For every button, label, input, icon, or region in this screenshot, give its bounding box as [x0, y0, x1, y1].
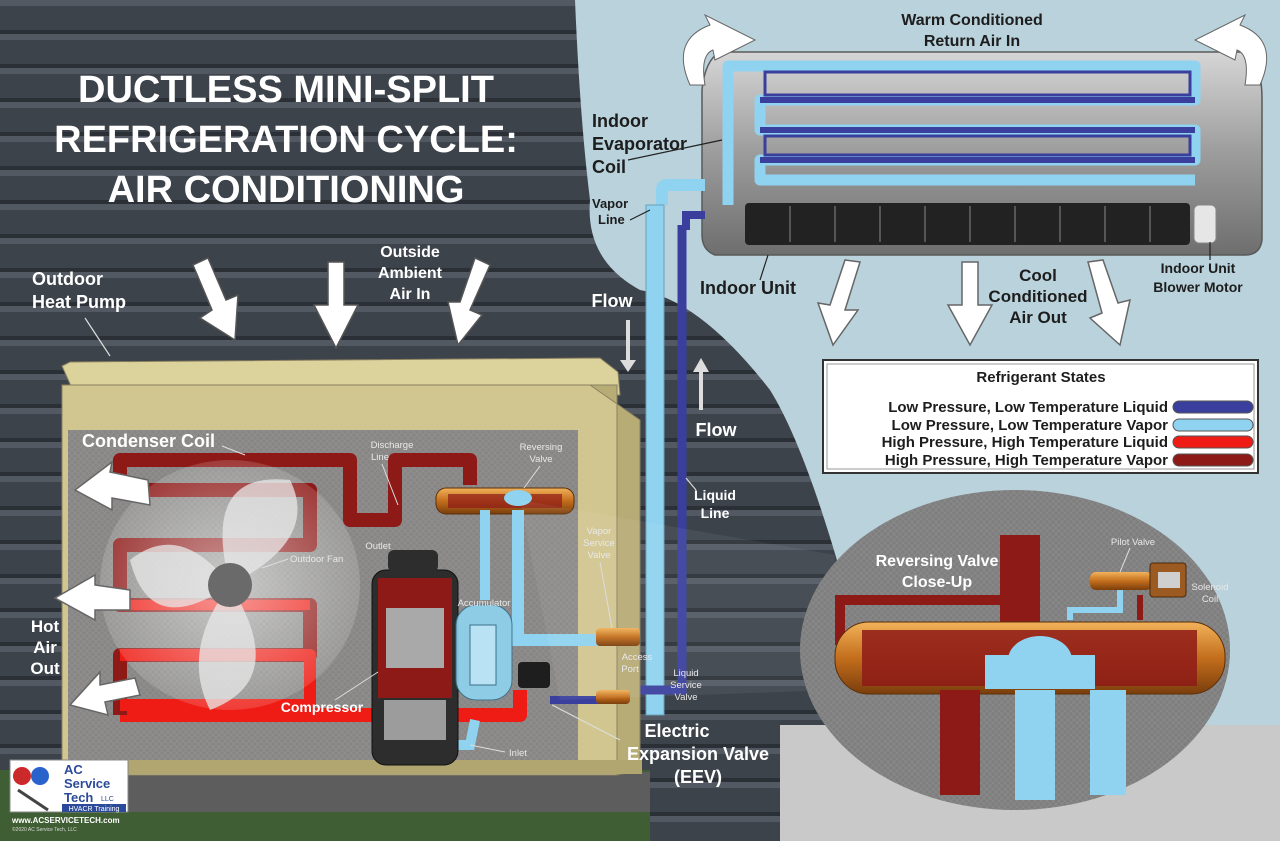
cool-air-label-2: Conditioned — [988, 287, 1087, 306]
liquid-line-label-1: Liquid — [694, 487, 736, 503]
blower-label-2: Blower Motor — [1153, 279, 1243, 295]
legend-item-label: High Pressure, High Temperature Vapor — [885, 452, 1168, 469]
vapor-service-valve — [596, 628, 640, 646]
vapor-line-pipe — [645, 204, 665, 716]
hot-air-arrows — [53, 460, 151, 717]
logo-line-2: Service — [64, 776, 110, 791]
logo-tag-bg — [62, 804, 126, 812]
indoor-unit — [701, 51, 1263, 256]
hot-air-label-3: Out — [30, 659, 60, 678]
logo-line-1: AC — [64, 762, 83, 777]
liquid-line-label-2: Line — [701, 505, 730, 521]
solenoid-label-1: Solenoid — [1192, 582, 1229, 593]
blower-label-1: Indoor Unit — [1161, 260, 1236, 276]
rv-closeup-label-2: Close-Up — [902, 574, 972, 591]
flow-arrow-down — [620, 320, 636, 372]
legend-item-label: High Pressure, High Temperature Liquid — [882, 434, 1168, 451]
ambient-label-1: Outside — [380, 244, 440, 261]
legend-swatch — [1172, 435, 1254, 449]
logo-line-3: Tech — [64, 790, 93, 805]
outdoor-fan — [100, 460, 360, 710]
cool-air-label-3: Air Out — [1009, 308, 1067, 327]
logo-tag: HVACR Training — [69, 806, 120, 813]
warm-return-label-1: Warm Conditioned — [901, 12, 1043, 29]
title-line-2: REFRIGERATION CYCLE: — [54, 119, 518, 161]
vapor-line-label-2: Line — [598, 212, 625, 227]
warm-air-arrow-right — [1193, 13, 1268, 86]
indoor-evap-label-3: Coil — [592, 157, 626, 177]
discharge-label-1: Discharge — [371, 440, 414, 451]
legend-item-label: Low Pressure, Low Temperature Liquid — [888, 399, 1168, 416]
cool-air-label-1: Cool — [1019, 266, 1057, 285]
vapor-sv-label-3: Valve — [587, 550, 610, 561]
warm-air-arrow-left — [682, 13, 757, 86]
outdoor-hp-label-1: Outdoor — [32, 269, 103, 289]
hot-air-label-2: Air — [33, 638, 57, 657]
zoom-wedge — [520, 500, 835, 700]
eev-label-1: Electric — [644, 721, 709, 741]
title-line-1: DUCTLESS MINI-SPLIT — [78, 69, 494, 111]
compressor — [371, 550, 459, 766]
legend-item-label: Low Pressure, Low Temperature Vapor — [892, 417, 1169, 434]
ambient-air-arrows — [192, 256, 491, 350]
legend-title: Refrigerant States — [976, 369, 1105, 386]
legend-items: Low Pressure, Low Temperature Liquid Low… — [882, 399, 1254, 469]
pilot-valve — [1090, 572, 1152, 590]
outdoor-hp-label-2: Heat Pump — [32, 292, 126, 312]
access-port-label-1: Access — [622, 652, 653, 663]
outlet-label: Outlet — [365, 541, 391, 552]
reversing-valve-closeup — [800, 490, 1230, 810]
flow-label-top: Flow — [592, 291, 634, 311]
pilot-valve-label: Pilot Valve — [1111, 537, 1155, 548]
liquid-sv-label-1: Liquid — [673, 668, 698, 679]
rv-closeup-label-1: Reversing Valve — [876, 553, 999, 570]
ambient-label-3: Air In — [390, 286, 431, 303]
outdoor-fan-label: Outdoor Fan — [290, 554, 343, 565]
vapor-line-label-1: Vapor — [592, 196, 628, 211]
inlet-label: Inlet — [509, 748, 527, 759]
logo-copyright: ©2020 AC Service Tech, LLC — [12, 826, 77, 833]
condenser-coil-label: Condenser Coil — [82, 431, 215, 451]
discharge-label-2: Line — [371, 452, 389, 463]
legend-swatch — [1172, 453, 1254, 467]
accumulator-label: Accumulator — [458, 598, 511, 609]
vapor-sv-label-1: Vapor — [587, 526, 612, 537]
hot-air-label-1: Hot — [31, 617, 60, 636]
solenoid-label-2: Coil — [1202, 594, 1218, 605]
indoor-evap-label-1: Indoor — [592, 111, 648, 131]
eev-label-3: (EEV) — [674, 767, 722, 787]
indoor-evap-label-2: Evaporator — [592, 134, 687, 154]
eev-body — [518, 662, 550, 688]
vapor-sv-label-2: Service — [583, 538, 615, 549]
legend-swatch — [1172, 418, 1254, 432]
access-port-label-2: Port — [621, 664, 639, 675]
warm-return-label-2: Return Air In — [924, 33, 1020, 50]
logo-llc: LLC — [101, 796, 114, 803]
reversing-label-1: Reversing — [520, 442, 563, 453]
reversing-label-2: Valve — [529, 454, 552, 465]
accumulator — [455, 604, 513, 701]
logo-url: www.ACSERVICETECH.com — [11, 816, 120, 825]
blower-motor — [1193, 204, 1217, 244]
eev-label-2: Expansion Valve — [627, 744, 769, 764]
flow-label-mid: Flow — [696, 420, 738, 440]
title-line-3: AIR CONDITIONING — [108, 169, 465, 211]
legend-swatch — [1172, 400, 1254, 414]
ambient-label-2: Ambient — [378, 265, 443, 282]
flow-arrow-up — [693, 358, 709, 410]
liquid-sv-label-2: Service — [670, 680, 702, 691]
liquid-sv-label-3: Valve — [674, 692, 697, 703]
cool-air-arrows — [816, 259, 1131, 347]
compressor-label: Compressor — [281, 699, 364, 715]
liquid-service-valve — [596, 690, 630, 704]
indoor-unit-label: Indoor Unit — [700, 278, 796, 298]
